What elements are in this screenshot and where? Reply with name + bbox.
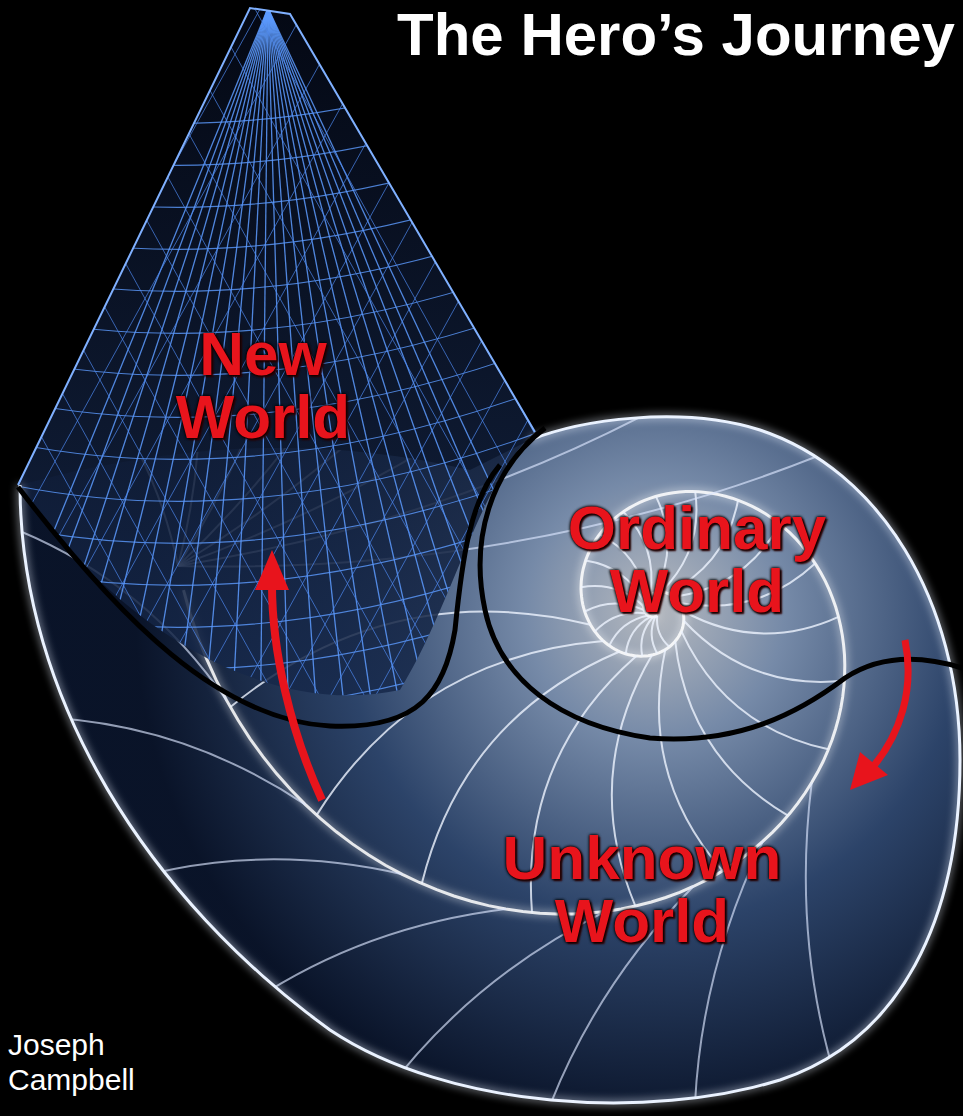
mesh-line: [340, 0, 760, 760]
shell-septum: [27, 859, 402, 919]
region-label: Unknown World: [487, 826, 797, 952]
mesh-outline: [18, 8, 535, 485]
mesh-line: [610, 0, 963, 760]
mesh-line: [430, 0, 850, 760]
shell-septum: [684, 621, 845, 682]
mesh-line: [655, 0, 963, 760]
mesh-line: [0, 156, 600, 249]
journey-arrow: [255, 550, 908, 800]
author-name: Joseph Campbell: [8, 1028, 148, 1097]
shell-septum: [675, 641, 788, 815]
mesh-line: [25, 0, 445, 760]
mesh-line: [0, 72, 600, 165]
mesh-line: [0, 198, 600, 291]
title: The Hero’s Journey: [383, 0, 963, 74]
mesh-line: [385, 0, 805, 760]
mesh-line: [520, 0, 940, 760]
shell-septum: [0, 717, 305, 804]
shell-septum: [806, 783, 920, 1116]
mesh-line: [430, 0, 850, 760]
mesh-line: [340, 0, 760, 760]
shell-mesh: [0, 0, 963, 795]
shell-septum: [147, 909, 506, 1091]
mesh-line: [0, 576, 600, 669]
mesh-line: [0, 534, 600, 627]
mesh-line: [475, 0, 895, 760]
shell-outline: [20, 417, 960, 1103]
boundary-line: [18, 465, 500, 726]
mesh-line: [0, 0, 220, 760]
mesh-line: [0, 114, 600, 207]
region-label: Ordinary World: [542, 496, 852, 622]
mesh-line: [475, 0, 895, 760]
boundary-line: [480, 428, 962, 739]
mesh-line: [520, 0, 940, 760]
mesh-line: [700, 0, 963, 760]
region-label: New World: [108, 322, 418, 448]
mesh-line: [655, 0, 963, 760]
mesh-line: [610, 0, 963, 760]
mesh-line: [0, 0, 220, 760]
mesh-line: [385, 0, 805, 760]
mesh-line: [700, 0, 963, 760]
mesh-line: [25, 0, 445, 760]
